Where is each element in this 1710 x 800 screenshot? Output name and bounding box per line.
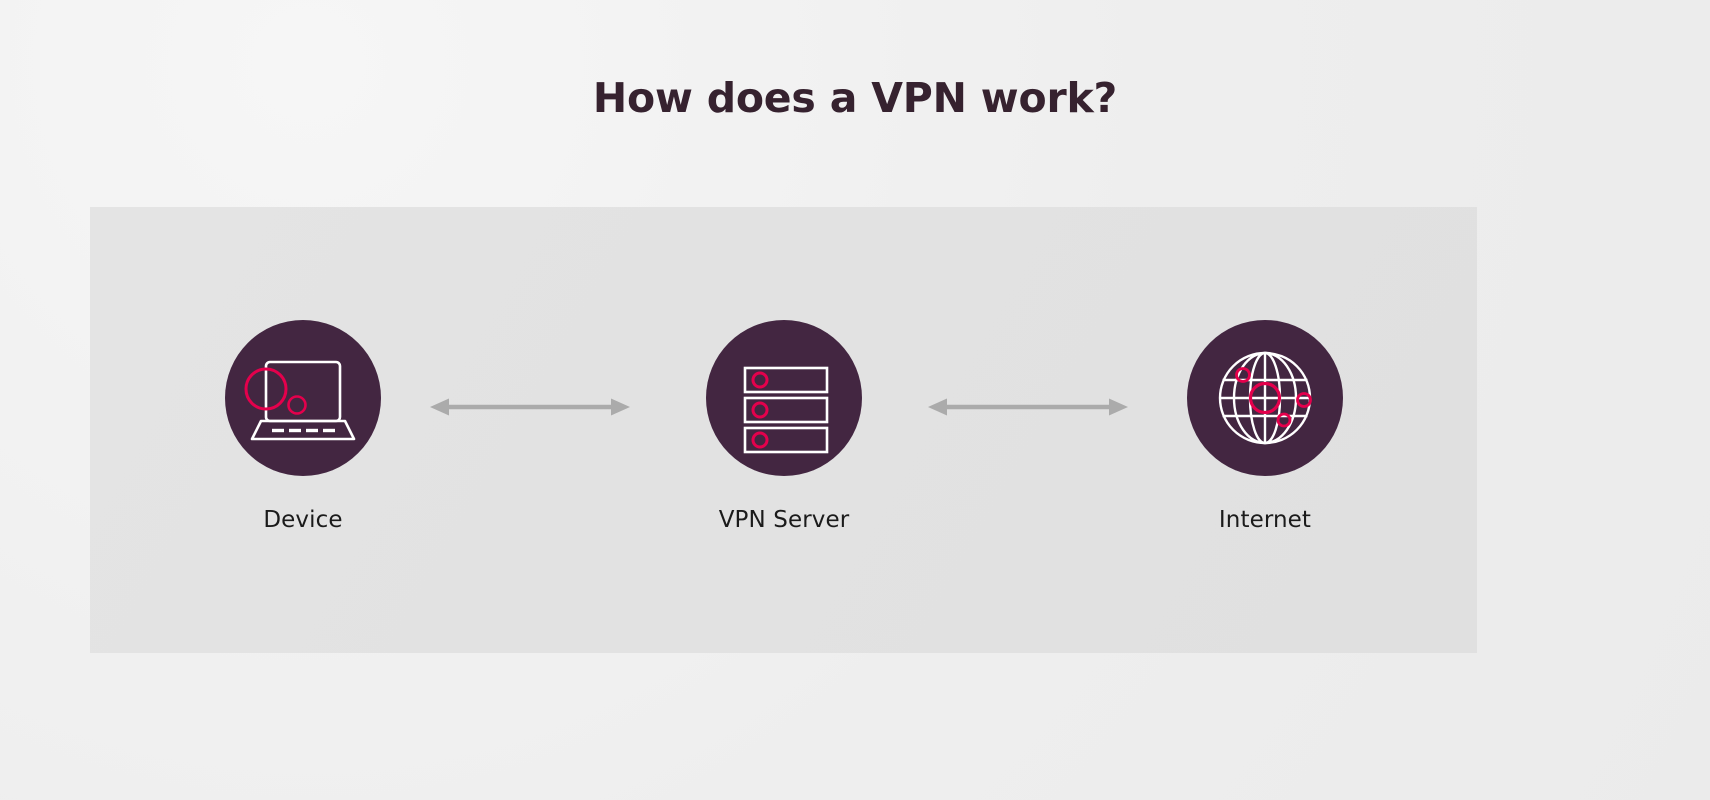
arrow-server-to-internet [928,395,1128,419]
page-title: How does a VPN work? [592,74,1118,122]
node-device-label: Device [263,507,343,533]
laptop-icon [244,360,356,441]
node-internet-label: Internet [1218,507,1312,533]
node-vpn-server-circle [706,320,862,476]
arrow-device-to-server [430,395,630,419]
node-vpn-server: VPN Server [695,320,873,533]
server-rack-icon [743,366,829,454]
node-internet: Internet [1176,320,1354,533]
node-vpn-server-label: VPN Server [718,507,850,533]
node-device: Device [214,320,392,533]
node-internet-circle [1187,320,1343,476]
globe-icon [1218,351,1312,445]
diagram-panel: Device [90,207,1477,653]
node-device-circle [225,320,381,476]
